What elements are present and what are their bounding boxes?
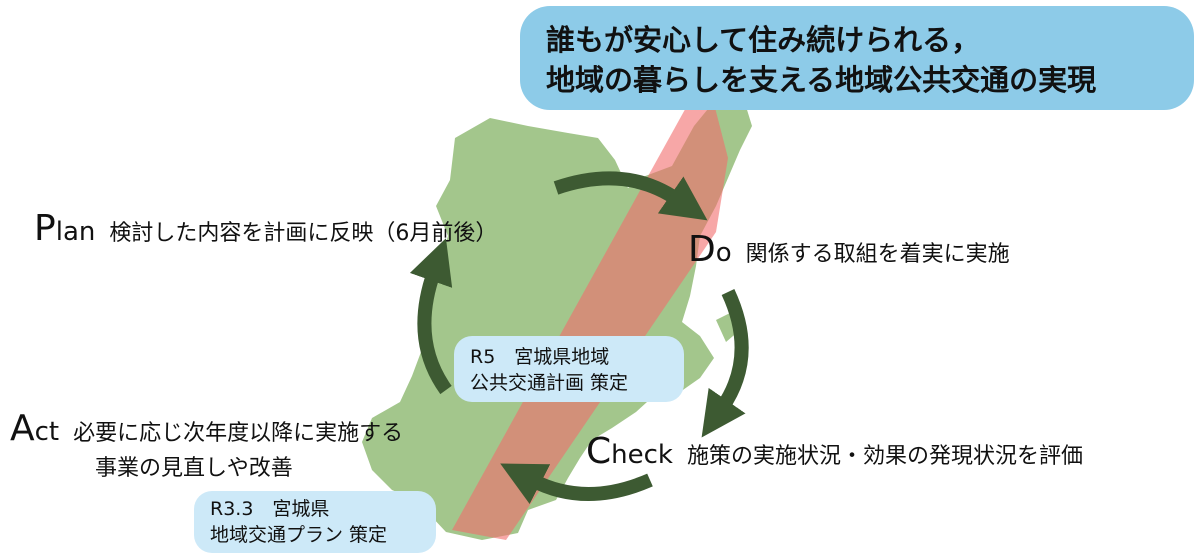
check-description: 施策の実施状況・効果の発現状況を評価 — [686, 444, 1083, 469]
act-description-line-1: 必要に応じ次年度以降に実施する — [73, 421, 404, 446]
milestone-r33-line-1: R3.3 宮城県 — [210, 498, 330, 520]
act-letter: A — [10, 408, 35, 449]
milestone-r5-line-1: R5 宮城県地域 — [470, 346, 610, 368]
goal-line-2: 地域の暮らしを支える地域公共交通の実現 — [546, 63, 1097, 97]
do-word: o — [715, 238, 732, 268]
do-phase: Do 関係する取組を着実に実施 — [688, 229, 1010, 270]
check-letter: C — [586, 431, 612, 472]
cycle-arrow-do-to-check — [701, 289, 749, 438]
cycle-arrow-check-to-act — [500, 463, 653, 505]
milestone-r33-line-2: 地域交通プラン 策定 — [210, 524, 388, 546]
goal-banner: 誰もが安心して住み続けられる， 地域の暮らしを支える地域公共交通の実現 — [520, 6, 1194, 110]
do-description: 関係する取組を着実に実施 — [745, 242, 1010, 267]
milestone-r5-line-2: 公共交通計画 策定 — [470, 372, 629, 394]
do-letter: D — [688, 229, 716, 270]
act-phase: Act 必要に応じ次年度以降に実施する 事業の見直しや改善 — [10, 408, 404, 481]
plan-word: lan — [55, 217, 96, 247]
plan-phase: Plan 検討した内容を計画に反映（6月前後） — [34, 208, 497, 249]
milestone-r33-callout: R3.3 宮城県 地域交通プラン 策定 — [194, 491, 436, 553]
act-description-line-2: 事業の見直しや改善 — [95, 456, 293, 481]
plan-letter: P — [34, 208, 56, 249]
check-word: heck — [611, 440, 673, 470]
milestone-r5-callout: R5 宮城県地域 公共交通計画 策定 — [454, 336, 684, 402]
cycle-arrow-plan-to-do — [553, 171, 708, 221]
plan-description: 検討した内容を計画に反映（6月前後） — [109, 221, 498, 246]
goal-line-1: 誰もが安心して住み続けられる， — [546, 23, 981, 57]
cycle-arrow-act-to-plan — [409, 238, 453, 395]
act-word: ct — [34, 417, 60, 447]
check-phase: Check 施策の実施状況・効果の発現状況を評価 — [586, 431, 1083, 472]
